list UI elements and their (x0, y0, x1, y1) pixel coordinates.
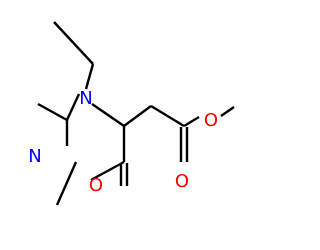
molecule-canvas: N N O O O (28, 21, 235, 206)
atom-o-ester: O (204, 110, 218, 131)
atom-o-ring-carbonyl: O (89, 175, 103, 196)
bond-o-methyl (220, 106, 235, 117)
bond-n1-c2 (91, 103, 125, 127)
bond-c5-c6 (37, 102, 68, 122)
bond-ch2-cester (150, 104, 185, 128)
bond-c2-ch2 (123, 105, 152, 127)
atom-n-bottom: N (28, 146, 41, 167)
structure-diagram: N N O O O (28, 21, 235, 206)
bond-n4-methyl (55, 161, 78, 206)
atom-o-ester-carbonyl: O (175, 171, 189, 192)
bond-c6-n1 (65, 93, 81, 121)
bond-ethyl-ch2-n (84, 63, 95, 90)
atom-n-top: N (79, 88, 92, 109)
bond-ethyl-ch3-ch2 (53, 21, 94, 65)
bond-c3-n4 (90, 160, 125, 182)
bond-cester-o-single (183, 115, 200, 128)
